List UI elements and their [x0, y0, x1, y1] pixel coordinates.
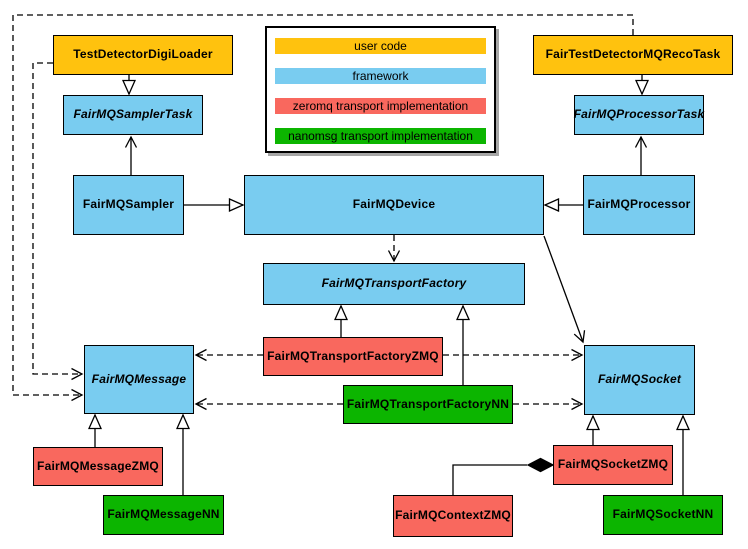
node-fairmq-device: FairMQDevice [244, 175, 544, 235]
composition-diamond [526, 457, 555, 473]
node-fairmq-transport-factory-nn: FairMQTransportFactoryNN [343, 385, 513, 424]
node-fairmq-processor-task: FairMQProcessorTask [574, 95, 704, 135]
edge-recotask-message [12, 14, 634, 402]
node-fairmq-context-zmq: FairMQContextZMQ [393, 495, 513, 537]
node-fairmq-transport-factory: FairMQTransportFactory [263, 263, 525, 305]
legend: user code framework zeromq transport imp… [265, 26, 496, 153]
node-fairmq-socket: FairMQSocket [584, 345, 695, 415]
node-fairmq-message: FairMQMessage [84, 345, 194, 414]
edge-device-socket [543, 235, 586, 344]
legend-item-framework: framework [275, 68, 486, 84]
node-fairmq-sampler: FairMQSampler [73, 175, 184, 235]
node-fairmq-message-zmq: FairMQMessageZMQ [33, 447, 163, 486]
node-fairmq-processor: FairMQProcessor [583, 175, 695, 235]
edge-digiloader-message [32, 62, 84, 381]
node-fairmq-socket-nn: FairMQSocketNN [603, 495, 723, 535]
node-fairmq-sampler-task: FairMQSamplerTask [63, 95, 203, 135]
node-fairmq-transport-factory-zmq: FairMQTransportFactoryZMQ [263, 337, 443, 376]
node-fair-test-detector-mq-reco-task: FairTestDetectorMQRecoTask [533, 35, 733, 75]
node-test-detector-digi-loader: TestDetectorDigiLoader [53, 35, 233, 75]
legend-item-zeromq: zeromq transport implementation [275, 98, 486, 114]
node-fairmq-message-nn: FairMQMessageNN [103, 495, 224, 535]
legend-item-nanomsg: nanomsg transport implementation [275, 128, 486, 144]
node-fairmq-socket-zmq: FairMQSocketZMQ [553, 445, 673, 485]
legend-item-user-code: user code [275, 38, 486, 54]
edge-socketzmq-contextzmq [452, 464, 527, 495]
